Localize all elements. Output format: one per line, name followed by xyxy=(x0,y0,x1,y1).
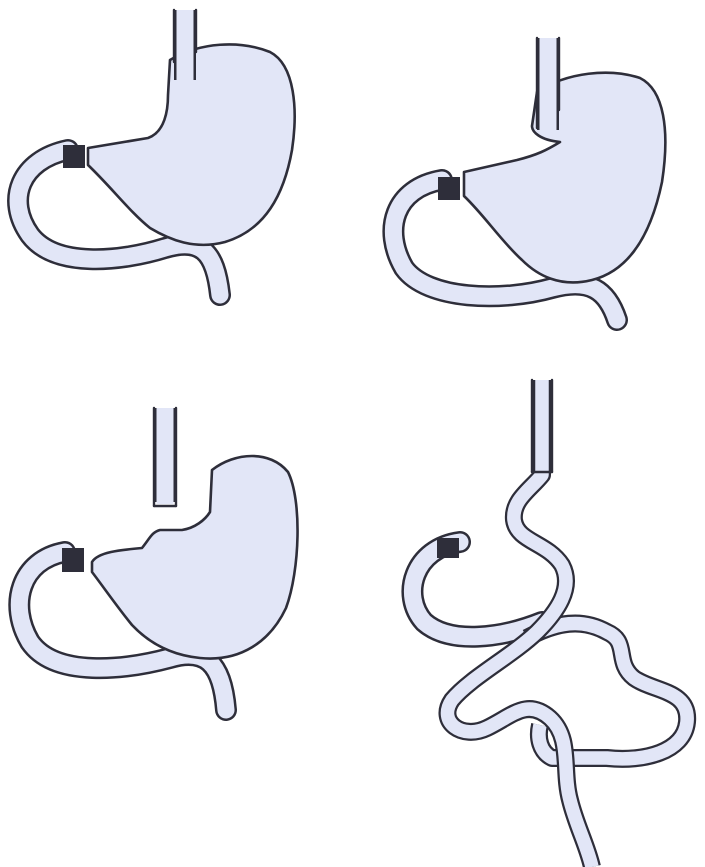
panel-top-left-drawing xyxy=(0,0,352,360)
panel-bottom-right xyxy=(352,360,705,867)
panel-top-right xyxy=(352,0,705,360)
stomach xyxy=(92,456,298,659)
panel-top-left xyxy=(0,0,352,360)
panel-top-right-drawing xyxy=(352,0,705,360)
panel-bottom-left-drawing xyxy=(0,380,352,867)
panel-bottom-right-drawing xyxy=(352,360,705,867)
panel-bottom-left xyxy=(0,380,352,867)
stomach xyxy=(464,73,665,283)
